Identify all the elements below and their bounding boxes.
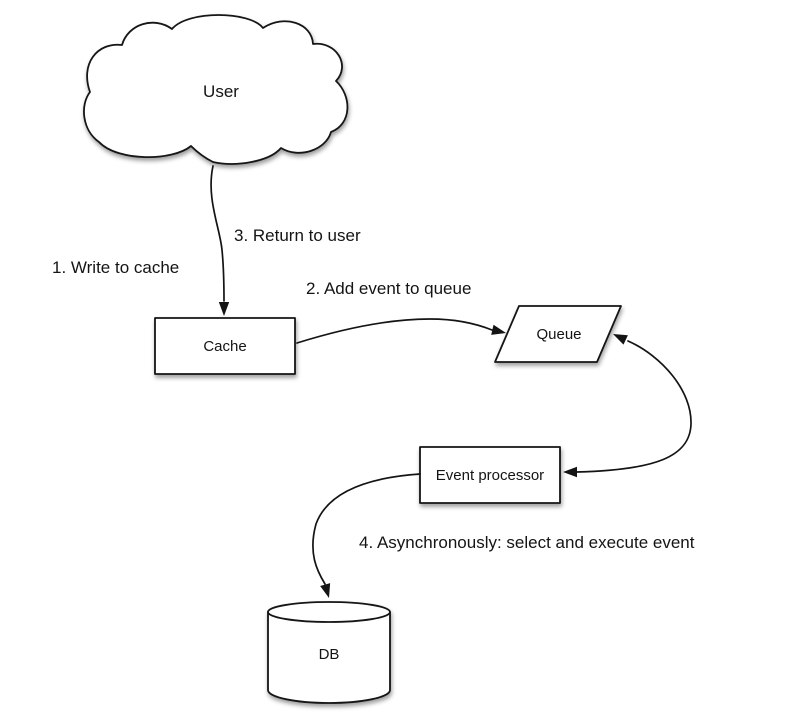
cache-box — [154, 317, 296, 375]
arrow-event-processor-to-db — [312, 473, 421, 598]
event-processor-box — [419, 446, 561, 504]
db-cylinder — [267, 601, 391, 704]
arrow-cache-to-queue — [296, 318, 506, 344]
arrow-user-to-cache — [210, 165, 230, 316]
queue-parallelogram — [494, 305, 622, 363]
user-cloud-shape — [83, 14, 349, 165]
arrow-queue-event-processor — [563, 334, 692, 478]
